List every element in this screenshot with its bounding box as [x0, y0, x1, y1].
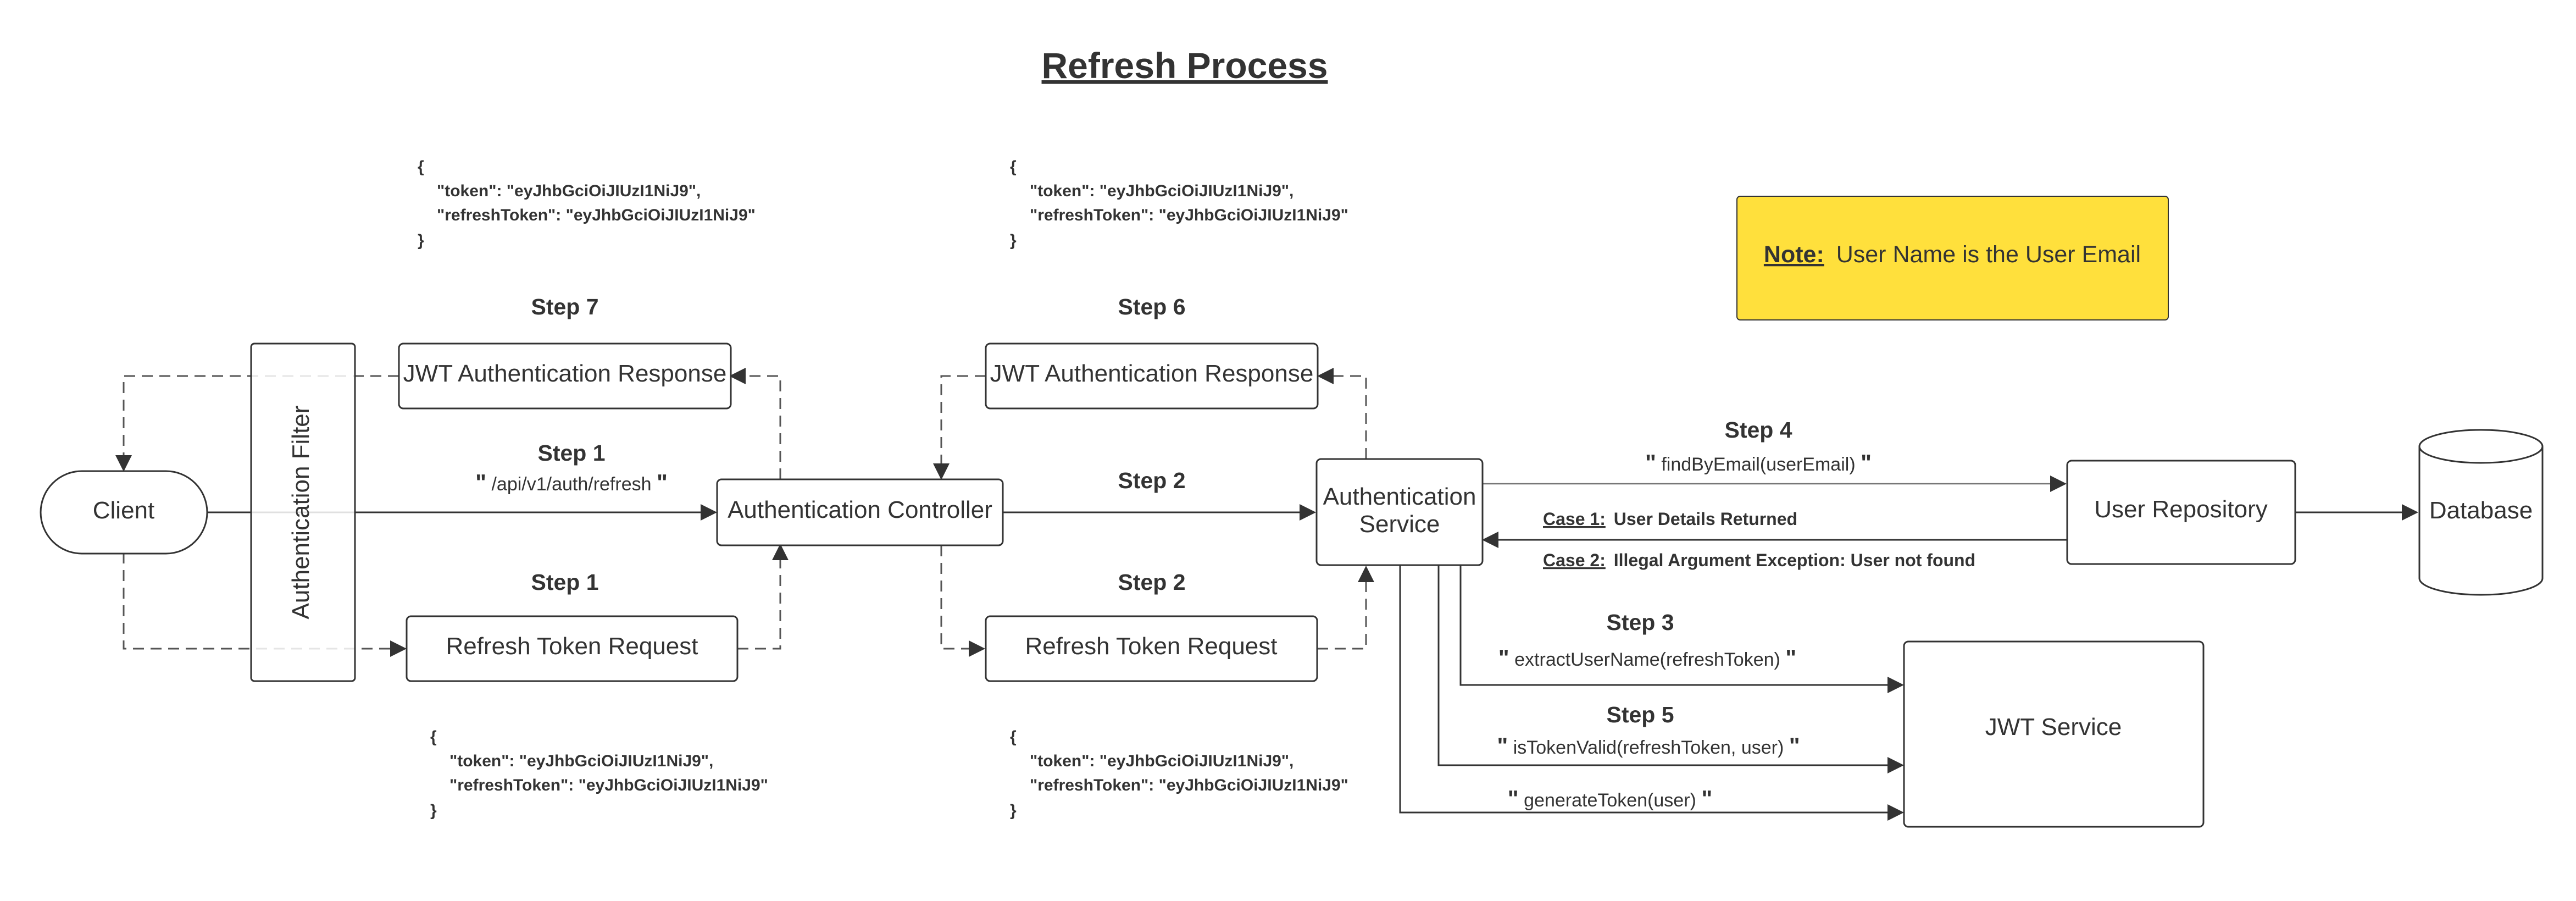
- json-token-line: "token": "eyJhbGciOiJIUzI1NiJ9",: [437, 182, 701, 200]
- user-repository-label: User Repository: [2094, 496, 2267, 523]
- arrow-extract-user-name: [1459, 565, 1904, 693]
- json-block-request-right: { "token": "eyJhbGciOiJIUzI1NiJ9", "refr…: [1010, 728, 1348, 820]
- dashed-response-right-to-controller: [933, 375, 986, 480]
- client-node: [40, 470, 208, 555]
- step-1-bottom-label: Step 1: [531, 570, 598, 595]
- json-block-response-left: { "token": "eyJhbGciOiJIUzI1NiJ9", "refr…: [418, 158, 756, 250]
- json-close-brace: }: [418, 231, 424, 250]
- json-close-brace: }: [430, 801, 437, 820]
- note-body: User Name is the User Email: [1836, 241, 2141, 268]
- jwt-service-label: JWT Service: [1985, 714, 2122, 740]
- refresh-request-left-label: Refresh Token Request: [446, 633, 698, 660]
- json-open-brace: {: [418, 158, 424, 176]
- note-text: Note: User Name is the User Email: [1764, 241, 2141, 268]
- find-by-email-text: findByEmail(userEmail): [1661, 454, 1855, 475]
- case-1-label: Case 1: User Details Returned: [1543, 509, 1797, 529]
- user-repository-node: [2066, 460, 2296, 565]
- dashed-request-right-to-service: [1317, 566, 1374, 650]
- dashed-controller-to-request-right: [940, 545, 985, 657]
- authentication-filter-label: Authentication Filter: [287, 406, 314, 620]
- note-box: [1736, 196, 2169, 320]
- endpoint-quote-close: ": [657, 469, 668, 495]
- jwt-response-right-label: JWT Authentication Response: [990, 360, 1314, 387]
- is-token-valid-quote-open: ": [1497, 733, 1508, 759]
- step-5-label: Step 5: [1606, 702, 1674, 727]
- authentication-controller-label: Authentication Controller: [728, 496, 992, 523]
- json-close-brace: }: [1010, 231, 1017, 250]
- case-2-label: Case 2: Illegal Argument Exception: User…: [1543, 550, 1975, 570]
- case-1-title: Case 1:: [1543, 509, 1606, 529]
- step-2-top-label: Step 2: [1118, 468, 1185, 493]
- client-label: Client: [93, 497, 155, 524]
- step-2-bottom-label: Step 2: [1118, 570, 1185, 595]
- find-by-email-quote-close: ": [1861, 450, 1872, 476]
- endpoint-quote-open: ": [475, 469, 486, 495]
- authentication-service-label-line2: Service: [1359, 511, 1440, 538]
- note-label: Note:: [1764, 241, 1824, 268]
- is-token-valid-quote-close: ": [1789, 733, 1800, 759]
- jwt-service-node: [1903, 640, 2205, 828]
- case-1-text: User Details Returned: [1614, 509, 1797, 529]
- generate-token-label: " generateToken(user) ": [1508, 786, 1713, 811]
- jwt-response-left-label: JWT Authentication Response: [403, 360, 727, 387]
- generate-token-quote-close: ": [1701, 786, 1712, 811]
- json-open-brace: {: [1010, 158, 1017, 176]
- extract-user-name-quote-close: ": [1785, 645, 1796, 671]
- dashed-request-left-to-controller: [737, 544, 789, 650]
- find-by-email-label: " findByEmail(userEmail) ": [1645, 450, 1872, 476]
- diagram-title: Refresh Process: [1042, 45, 1328, 86]
- json-refresh-line: "refreshToken": "eyJhbGciOiJIUzI1NiJ9": [1030, 206, 1348, 224]
- json-block-request-left: { "token": "eyJhbGciOiJIUzI1NiJ9", "refr…: [430, 728, 768, 820]
- extract-user-name-quote-open: ": [1498, 645, 1509, 671]
- json-refresh-line: "refreshToken": "eyJhbGciOiJIUzI1NiJ9": [449, 776, 768, 794]
- refresh-request-right-label: Refresh Token Request: [1025, 633, 1277, 660]
- authentication-filter-node: [250, 342, 356, 682]
- arrow-generate-token: [1399, 565, 1904, 821]
- step-6-label: Step 6: [1118, 294, 1185, 319]
- json-token-line: "token": "eyJhbGciOiJIUzI1NiJ9",: [1030, 182, 1293, 200]
- json-refresh-line: "refreshToken": "eyJhbGciOiJIUzI1NiJ9": [437, 206, 756, 224]
- generate-token-quote-open: ": [1508, 786, 1519, 811]
- refresh-request-right-node: [985, 615, 1318, 682]
- endpoint-text: /api/v1/auth/refresh: [491, 474, 651, 495]
- jwt-response-left-node: [398, 342, 732, 410]
- json-token-line: "token": "eyJhbGciOiJIUzI1NiJ9",: [1030, 752, 1293, 770]
- find-by-email-quote-open: ": [1645, 450, 1656, 476]
- case-2-text: Illegal Argument Exception: User not fou…: [1614, 550, 1975, 570]
- is-token-valid-label: " isTokenValid(refreshToken, user) ": [1497, 733, 1800, 759]
- jwt-response-right-node: [985, 342, 1319, 410]
- database-top-rim: [2418, 446, 2544, 464]
- json-refresh-line: "refreshToken": "eyJhbGciOiJIUzI1NiJ9": [1030, 776, 1348, 794]
- json-close-brace: }: [1010, 801, 1017, 820]
- database-label: Database: [2429, 497, 2533, 524]
- extract-user-name-text: extractUserName(refreshToken): [1514, 649, 1780, 670]
- json-token-line: "token": "eyJhbGciOiJIUzI1NiJ9",: [449, 752, 713, 770]
- authentication-service-node: [1315, 458, 1484, 566]
- json-block-response-right: { "token": "eyJhbGciOiJIUzI1NiJ9", "refr…: [1010, 158, 1348, 250]
- dashed-controller-to-response-left: [729, 368, 781, 479]
- step-7-label: Step 7: [531, 294, 598, 319]
- database-node: [2418, 429, 2544, 596]
- authentication-controller-node: [716, 478, 1004, 546]
- endpoint-label: " /api/v1/auth/refresh ": [475, 469, 668, 495]
- is-token-valid-text: isTokenValid(refreshToken, user): [1513, 737, 1784, 758]
- case-2-title: Case 2:: [1543, 550, 1606, 570]
- step-4-label: Step 4: [1724, 417, 1792, 443]
- json-open-brace: {: [1010, 728, 1017, 746]
- step-3-label: Step 3: [1606, 610, 1674, 635]
- generate-token-text: generateToken(user): [1524, 790, 1696, 811]
- arrow-is-token-valid: [1437, 565, 1904, 773]
- dashed-service-to-response-right: [1317, 368, 1367, 459]
- authentication-service-label-line1: Authentication: [1323, 483, 1476, 510]
- extract-user-name-label: " extractUserName(refreshToken) ": [1498, 645, 1796, 671]
- json-open-brace: {: [430, 728, 437, 746]
- step-1-top-label: Step 1: [537, 440, 605, 466]
- refresh-request-left-node: [406, 615, 739, 682]
